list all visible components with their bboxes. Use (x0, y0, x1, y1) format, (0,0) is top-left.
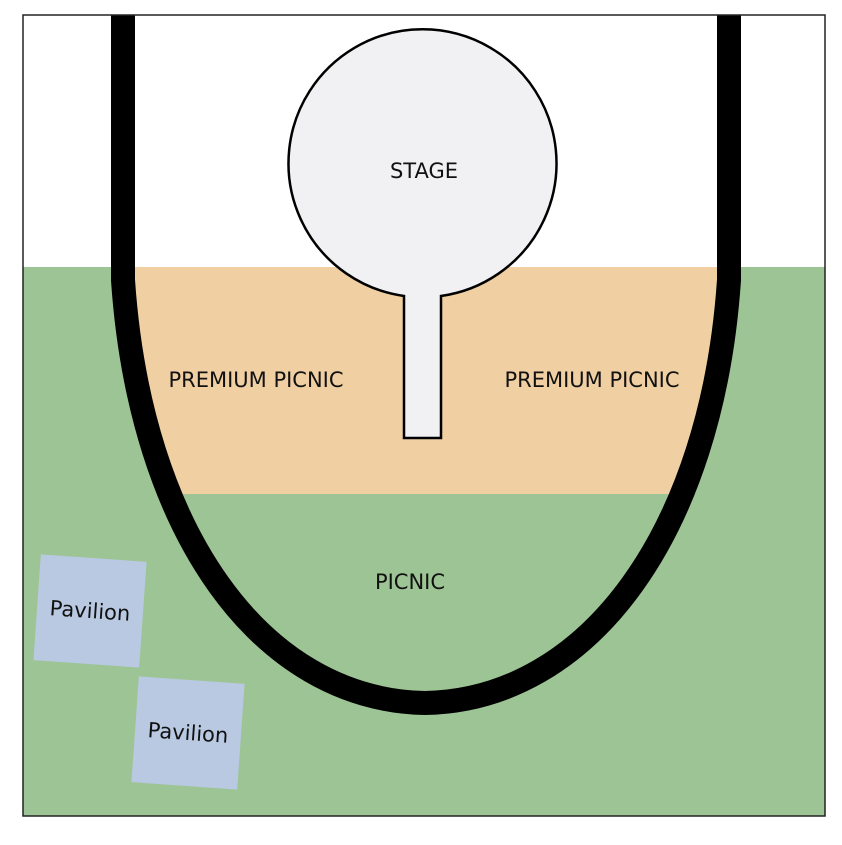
stage[interactable] (287, 28, 558, 440)
pavilion-2[interactable]: Pavilion (131, 676, 245, 790)
track (111, 15, 741, 716)
premium-picnic-left-label: PREMIUM PICNIC (168, 368, 343, 392)
map-frame (22, 14, 826, 817)
pavilion-1-label: Pavilion (49, 596, 131, 626)
picnic-label: PICNIC (375, 570, 445, 594)
pavilion-1-shape (33, 554, 147, 668)
stage-label: STAGE (390, 159, 458, 183)
stage-shape (287, 28, 558, 440)
pavilion-1[interactable]: Pavilion (33, 554, 147, 668)
premium-picnic-right-label: PREMIUM PICNIC (504, 368, 679, 392)
pavilion-2-label: Pavilion (147, 718, 229, 748)
pavilion-2-shape (131, 676, 245, 790)
